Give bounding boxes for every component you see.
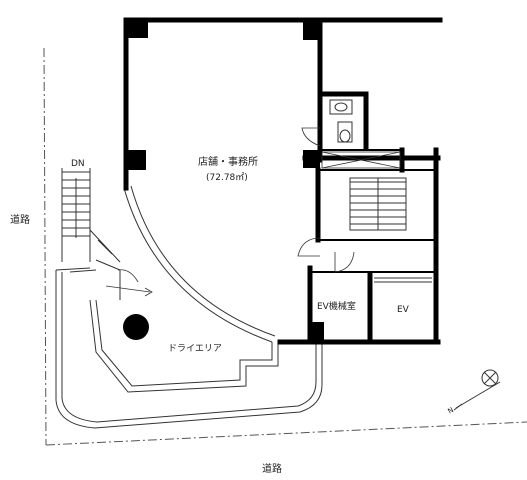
- stairs-dn: [61, 168, 121, 300]
- room-area-label: (72.78㎡): [206, 172, 248, 183]
- road-label-left: 道路: [10, 213, 30, 226]
- door-swing-icon: [105, 269, 153, 297]
- dry-area-ledge: [89, 299, 279, 393]
- room-label-store-office: 店舗・事務所: [198, 155, 258, 168]
- interior-stairs: [349, 177, 407, 231]
- curved-facade: [123, 185, 276, 343]
- road-boundary: [43, 47, 527, 446]
- dn-label: DN: [71, 159, 85, 169]
- partition-walls: [310, 149, 436, 273]
- room-label-ev: EV: [397, 305, 410, 315]
- north-arrow-icon: [453, 369, 501, 411]
- main-walls: [123, 17, 443, 345]
- toilet-fixtures: [329, 99, 353, 143]
- road-label-bottom: 道路: [262, 462, 282, 475]
- north-label: N: [447, 406, 456, 416]
- room-label-ev-machine-room: EV機械室: [317, 300, 356, 312]
- door-swing-icon: [297, 127, 355, 273]
- duct-shafts: [321, 151, 401, 169]
- dry-area-wall: [55, 267, 323, 429]
- ev-shaft: [374, 277, 432, 283]
- columns: [126, 20, 324, 342]
- round-column: [123, 314, 149, 340]
- room-label-dry-area: ドライエリア: [168, 343, 222, 354]
